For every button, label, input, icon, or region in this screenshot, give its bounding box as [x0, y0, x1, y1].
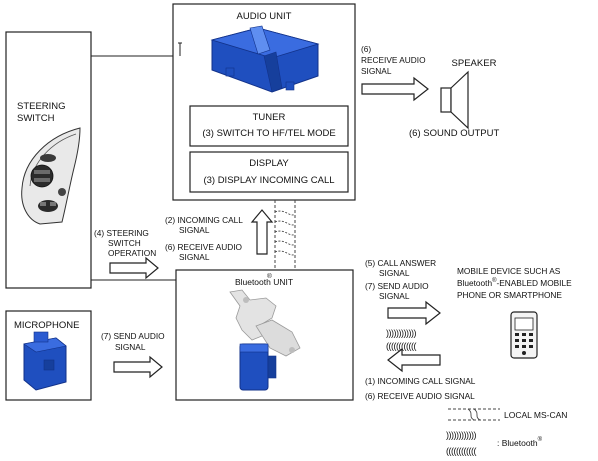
steering-op-line2: SWITCH: [108, 238, 141, 248]
incoming-up-line2: SIGNAL: [179, 225, 210, 235]
display-title: DISPLAY: [249, 158, 289, 169]
steering-switch-line1: STEERING: [17, 101, 66, 112]
legend-bt-wave-out: )))))))))))): [446, 430, 476, 440]
mobile-line1: MOBILE DEVICE SUCH AS: [457, 266, 561, 276]
steering-op-arrow: [109, 256, 159, 280]
mobile-line3: PHONE OR SMARTPHONE: [457, 290, 562, 300]
call-answer-line1: (5) CALL ANSWER: [365, 258, 436, 268]
receive-down-line1: (6) RECEIVE AUDIO: [165, 242, 243, 252]
audio-unit-title: AUDIO UNIT: [237, 11, 292, 22]
receive-bottom: (6) RECEIVE AUDIO SIGNAL: [365, 391, 475, 401]
audio-to-speaker-arrow: [361, 76, 429, 102]
mobile-phone-icon: [510, 311, 538, 359]
bt-wave-in: ((((((((((((: [386, 341, 416, 351]
steering-to-bt-line: [91, 279, 185, 296]
tuner-title: TUNER: [253, 112, 286, 123]
mic-send-line1: (7) SEND AUDIO: [101, 331, 165, 341]
send-right-line2: SIGNAL: [379, 291, 410, 301]
incoming-bottom: (1) INCOMING CALL SIGNAL: [365, 376, 476, 386]
steering-op-line3: OPERATION: [108, 248, 156, 258]
receive-top-line2: RECEIVE AUDIO: [361, 55, 426, 65]
mic-to-bt-arrow: [113, 355, 163, 379]
mic-send-line2: SIGNAL: [115, 342, 146, 352]
audio-unit-image: [210, 25, 320, 93]
bluetooth-unit-image: [229, 289, 301, 391]
sound-output: (6) SOUND OUTPUT: [409, 128, 499, 139]
speaker-title: SPEAKER: [452, 58, 497, 69]
steering-op-line1: (4) STEERING: [94, 228, 149, 238]
receive-top-line1: (6): [361, 44, 371, 54]
tuner-box: [189, 105, 349, 147]
microphone-image: [23, 331, 67, 391]
speaker-icon: [440, 70, 469, 130]
receive-top-line3: SIGNAL: [361, 66, 392, 76]
display-mode: (3) DISPLAY INCOMING CALL: [203, 175, 334, 186]
mobile-line2: Bluetooth®-ENABLED MOBILE: [457, 277, 572, 288]
steering-switch-image: [21, 127, 81, 225]
mobile-to-bt-arrow: [387, 347, 441, 373]
bt-unit-title: Bluetooth UNIT: [235, 277, 293, 287]
display-box: [189, 151, 349, 193]
bt-to-mobile-arrow: [387, 300, 441, 326]
microphone-title: MICROPHONE: [14, 320, 79, 331]
bt-wave-out: )))))))))))): [386, 328, 416, 338]
legend-bt-label: : Bluetooth®: [497, 436, 543, 448]
legend-ms-can-symbol: [448, 408, 500, 421]
call-answer-line2: SIGNAL: [379, 268, 410, 278]
ms-can-link: [274, 200, 296, 270]
tuner-mode: (3) SWITCH TO HF/TEL MODE: [202, 128, 335, 139]
receive-down-line2: SIGNAL: [179, 252, 210, 262]
legend-bt-wave-in: ((((((((((((: [446, 446, 476, 456]
steering-switch-line2: SWITCH: [17, 113, 55, 124]
bt-unit-registered-mark: ®: [267, 272, 272, 280]
legend-ms-can-label: LOCAL MS-CAN: [504, 410, 567, 420]
incoming-up-line1: (2) INCOMING CALL: [165, 215, 243, 225]
send-right-line1: (7) SEND AUDIO: [365, 281, 429, 291]
incoming-call-up-arrow: [250, 209, 274, 255]
